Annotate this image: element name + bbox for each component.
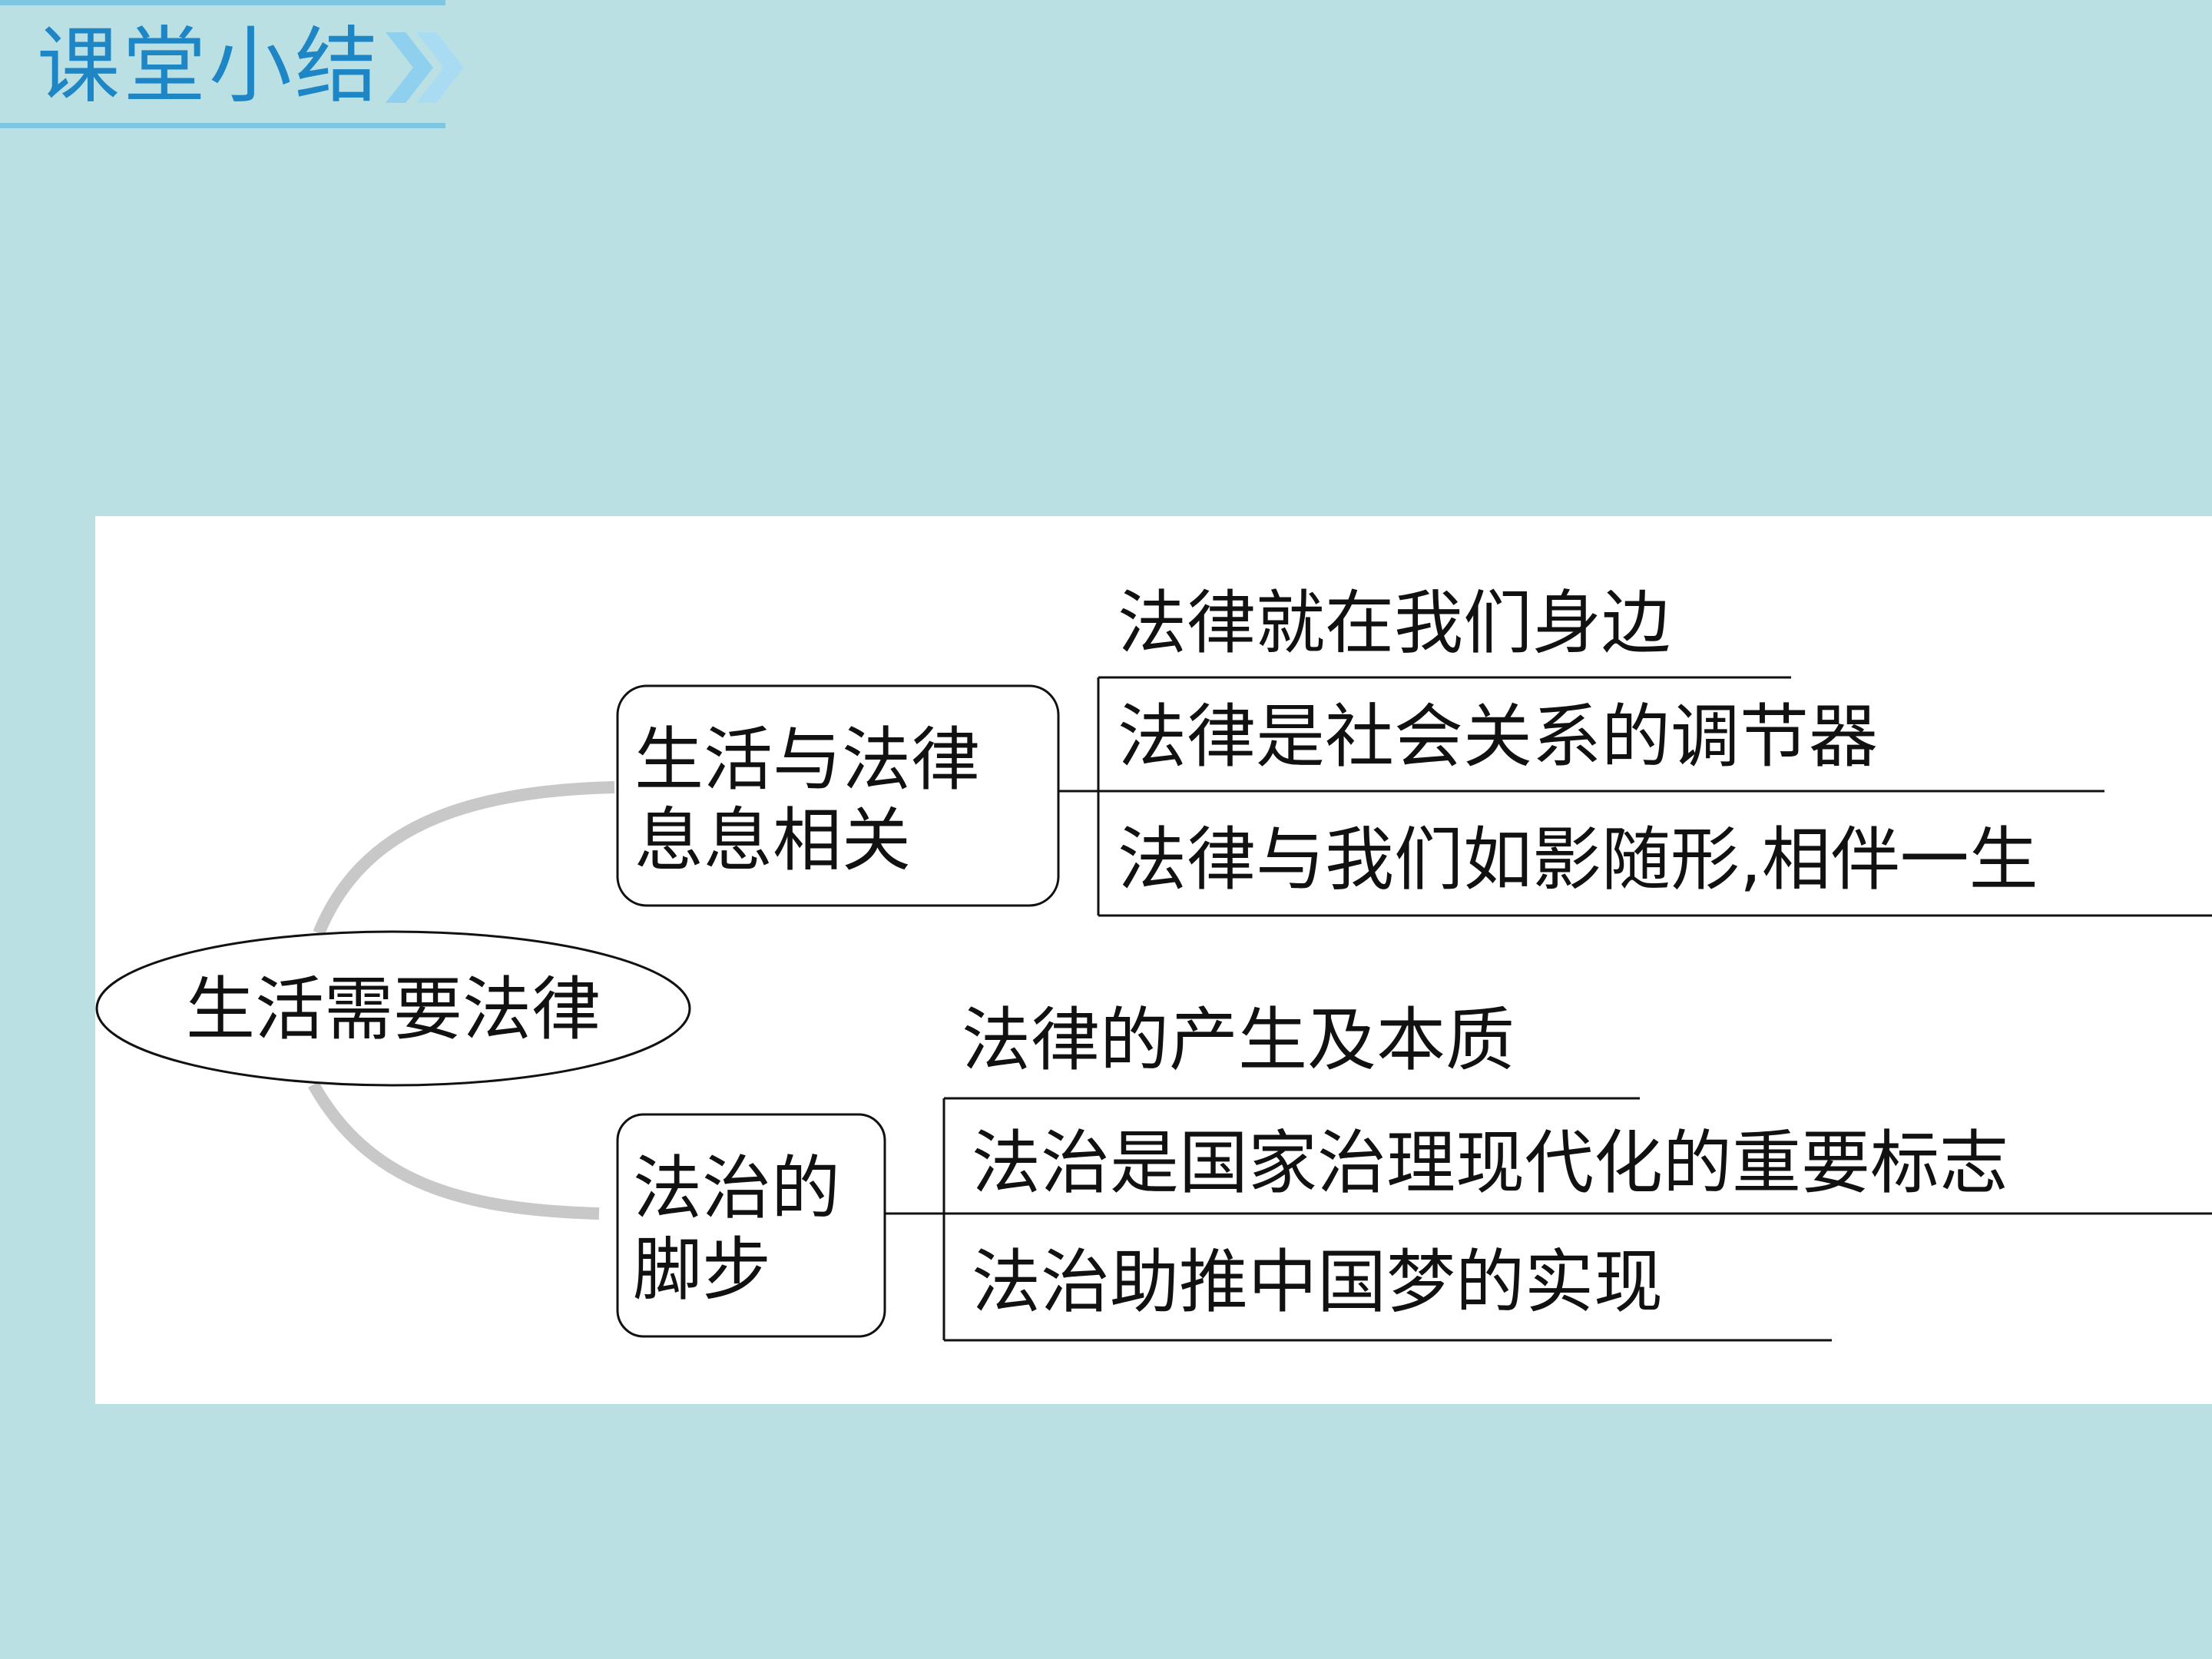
root-to-branch2-connector bbox=[308, 1081, 600, 1220]
branch-node-2: 法治的 脚步 bbox=[616, 1113, 886, 1338]
header-top-rule bbox=[0, 0, 445, 5]
root-to-branch1-connector bbox=[313, 781, 615, 936]
branch-2-item-2: 法治是国家治理现代化的重要标志 bbox=[972, 1123, 2008, 1204]
branch-1-label-line-1: 生活与法律 bbox=[634, 720, 980, 800]
branch-2-item-3: 法治助推中国梦的实现 bbox=[972, 1242, 1663, 1323]
branch-1-item-1: 法律就在我们身边 bbox=[1118, 583, 1671, 664]
branch-1-item-2: 法律是社会关系的调节器 bbox=[1118, 697, 1878, 777]
root-node: 生活需要法律 bbox=[95, 930, 691, 1087]
branch-1-label-line-2: 息息相关 bbox=[634, 800, 911, 881]
header-title: 课堂小结 bbox=[37, 18, 382, 114]
section-header: 课堂小结 bbox=[0, 0, 464, 129]
root-label: 生活需要法律 bbox=[186, 969, 601, 1050]
branch-2-item-1: 法律的产生及本质 bbox=[962, 1000, 1515, 1081]
header-bottom-rule bbox=[0, 123, 445, 128]
branch-node-1: 生活与法律 息息相关 bbox=[616, 684, 1060, 907]
branch-2-label-line-1: 法治的 bbox=[633, 1148, 840, 1229]
branch-2-label-line-2: 脚步 bbox=[633, 1230, 771, 1310]
double-chevron-right-icon bbox=[386, 32, 464, 103]
branch-1-item-3: 法律与我们如影随形,相伴一生 bbox=[1118, 820, 2038, 900]
